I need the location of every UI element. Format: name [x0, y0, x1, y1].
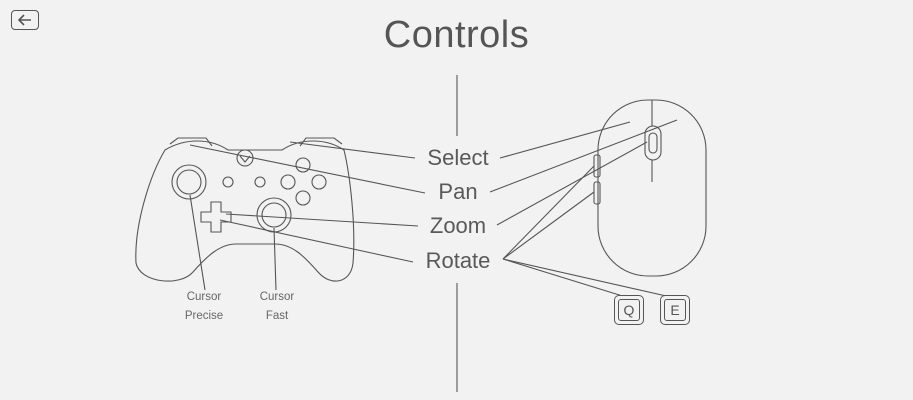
leader-rotate-gamepad [219, 219, 414, 263]
mouse-icon [593, 99, 707, 277]
back-button[interactable] [11, 10, 39, 30]
gamepad-icon [135, 137, 355, 282]
e-key-icon: E [660, 295, 690, 325]
leader-zoom-gamepad [225, 213, 419, 227]
leader-rotate-e [502, 258, 676, 299]
label-zoom: Zoom [429, 213, 487, 238]
arrow-left-icon [17, 14, 31, 26]
leader-left-stick [189, 194, 206, 291]
leader-rotate-q [502, 258, 630, 299]
label-select: Select [427, 145, 489, 170]
leader-select-gamepad [289, 141, 416, 159]
left-stick-caption: Cursor Precise [184, 291, 224, 322]
q-key-icon: Q [614, 295, 644, 325]
leader-rotate-mouse-2 [502, 191, 595, 260]
label-pan: Pan [438, 179, 478, 204]
leader-pan-mouse [489, 119, 678, 193]
label-rotate: Rotate [425, 248, 491, 273]
leader-right-stick [273, 227, 277, 291]
right-stick-caption: Cursor Fast [259, 291, 295, 322]
leader-rotate-mouse-1 [502, 165, 595, 260]
leader-pan-gamepad [189, 144, 426, 194]
leader-select-mouse [499, 121, 631, 159]
leader-zoom-mouse [496, 141, 648, 226]
page-title: Controls [383, 14, 530, 56]
